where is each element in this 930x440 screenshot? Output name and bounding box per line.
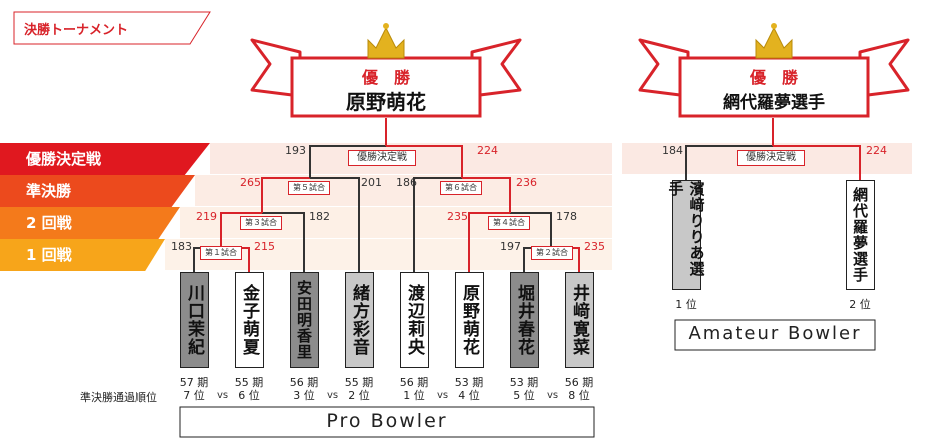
player-rank: 3 位 [293, 389, 315, 402]
round-label-semifinal: 準決勝 [0, 175, 195, 207]
amateur-right-score: 224 [866, 144, 887, 157]
amateur-final-label: 優勝決定戦 [737, 150, 805, 166]
r1m1-right-score: 215 [254, 240, 275, 253]
r2m4-left-score: 235 [447, 210, 468, 223]
r1m1-match-label: 第１試合 [200, 246, 242, 260]
player-period: 56 期 [289, 376, 319, 389]
vs-label: vs [437, 390, 449, 401]
player-rank: 2 位 [348, 389, 370, 402]
pro-champion-name: 原野萌花 [346, 90, 426, 114]
amateur-left-score: 184 [662, 144, 683, 157]
player-period: 55 期 [234, 376, 264, 389]
player-box: 渡辺莉央 [400, 272, 429, 368]
r1m2-right-score: 235 [584, 240, 605, 253]
r1m1-left-score: 183 [171, 240, 192, 253]
player-rank: 7 位 [183, 389, 205, 402]
amateur-champion-name: 網代羅夢選手 [723, 93, 825, 113]
r2m4-match-label: 第４試合 [488, 216, 530, 230]
player-period: 53 期 [454, 376, 484, 389]
player-period: 55 期 [344, 376, 374, 389]
r2m3-right-score: 182 [309, 210, 330, 223]
player-rank: 4 位 [458, 389, 480, 402]
player-rank: 1 位 [403, 389, 425, 402]
player-rank: 6 位 [238, 389, 260, 402]
semi2-left-score: 186 [396, 176, 417, 189]
vs-label: vs [217, 390, 229, 401]
semi1-left-score: 265 [240, 176, 261, 189]
vs-label: vs [327, 390, 339, 401]
round-label-final: 優勝決定戦 [0, 143, 210, 175]
amateur-footer: Amateur Bowler [688, 323, 862, 344]
player-period: 56 期 [399, 376, 429, 389]
player-box: 井﨑寛菜 [565, 272, 594, 368]
pro-footer: Pro Bowler [326, 410, 448, 432]
qualifying-rank-label: 準決勝通過順位 [80, 391, 157, 404]
final-match-label: 優勝決定戦 [348, 150, 416, 166]
player-box: 緒方彩音 [345, 272, 374, 368]
player-period: 57 期 [179, 376, 209, 389]
final-right-score: 224 [477, 144, 498, 157]
round-label-round2: 2 回戦 [0, 207, 180, 239]
amateur-place: 1 位 [675, 298, 697, 311]
round-label-round1: 1 回戦 [0, 239, 165, 271]
player-box: 堀井春花 [510, 272, 539, 368]
r2m3-left-score: 219 [196, 210, 217, 223]
player-box: 安田明香里 [290, 272, 319, 368]
amateur-player-box: 網代羅夢選手 [846, 180, 875, 290]
player-rank: 5 位 [513, 389, 535, 402]
amateur-champion-label: 優 勝 [749, 68, 798, 87]
page-title: 決勝トーナメント [24, 23, 129, 38]
final-left-score: 193 [285, 144, 306, 157]
player-period: 56 期 [564, 376, 594, 389]
player-period: 53 期 [509, 376, 539, 389]
pro-champion-label: 優 勝 [361, 68, 410, 87]
player-box: 原野萌花 [455, 272, 484, 368]
player-box: 金子萌夏 [235, 272, 264, 368]
semi1-right-score: 201 [361, 176, 382, 189]
semi2-right-score: 236 [516, 176, 537, 189]
amateur-player-box: 濱﨑りりあ選手 [667, 180, 706, 290]
semi1-match-label: 第５試合 [288, 181, 330, 195]
amateur-place: 2 位 [849, 298, 871, 311]
r1m2-match-label: 第２試合 [531, 246, 573, 260]
player-rank: 8 位 [568, 389, 590, 402]
r2m4-right-score: 178 [556, 210, 577, 223]
semi2-match-label: 第６試合 [440, 181, 482, 195]
player-box: 川口茉紀 [180, 272, 209, 368]
vs-label: vs [547, 390, 559, 401]
r1m2-left-score: 197 [500, 240, 521, 253]
r2m3-match-label: 第３試合 [240, 216, 282, 230]
